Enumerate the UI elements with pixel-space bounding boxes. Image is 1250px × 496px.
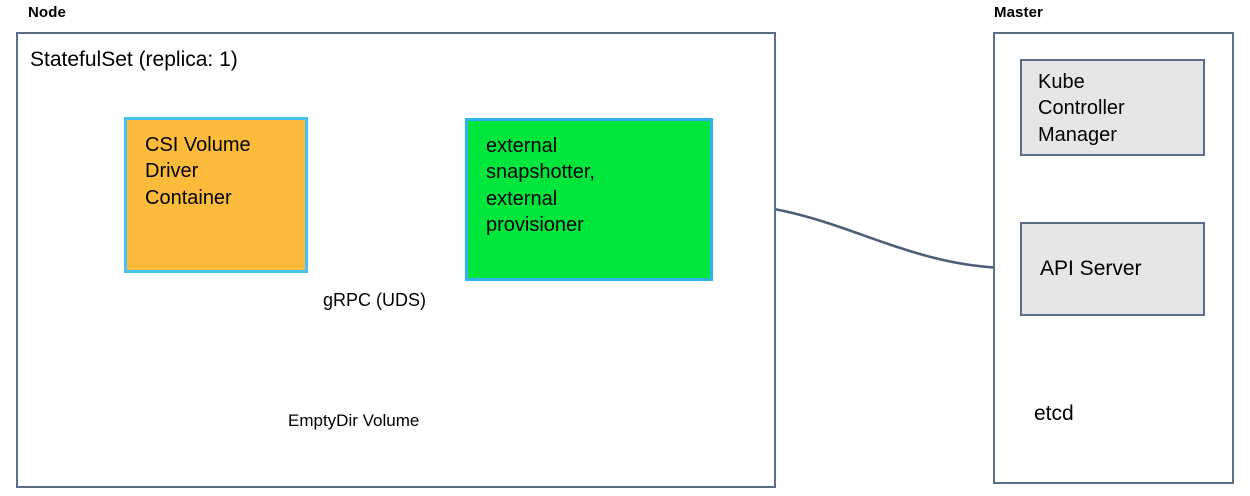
emptydir-volume-label: EmptyDir Volume [288,411,420,430]
grpc-uds-edge-label: gRPC (UDS) [323,290,427,310]
master-group-label: Master [994,4,1043,21]
external-sidecars-box[interactable]: external snapshotter, external provision… [465,118,713,281]
statefulset-title: StatefulSet (replica: 1) [30,48,238,71]
api-server-box[interactable]: API Server [1020,222,1205,316]
etcd-label: etcd [1034,402,1074,425]
kube-controller-manager-box[interactable]: Kube Controller Manager [1020,59,1205,156]
csi-volume-driver-container-box[interactable]: CSI Volume Driver Container [124,117,308,273]
node-group-label: Node [28,4,66,21]
